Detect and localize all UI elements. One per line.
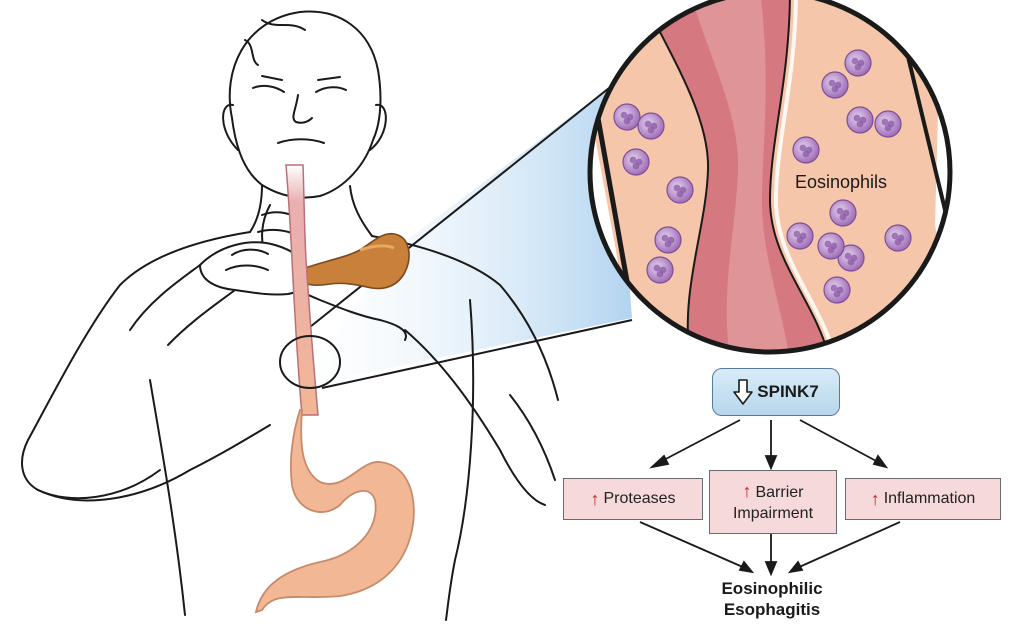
eosinophil-nucleus <box>851 57 859 65</box>
eosinophil-nucleus <box>884 124 892 132</box>
eosinophil-nucleus <box>629 156 637 164</box>
inflammation-label: Inflammation <box>883 490 976 507</box>
eosinophil-nucleus <box>664 240 672 248</box>
barrier-label-line2: Impairment <box>732 504 814 522</box>
eosinophil-nucleus <box>623 117 631 125</box>
zoom-line-bottom <box>321 319 633 389</box>
stomach <box>254 409 415 614</box>
eosinophil-nucleus <box>830 284 838 292</box>
eosinophil-nucleus <box>656 270 664 278</box>
eosinophil-nucleus <box>673 184 681 192</box>
drumstick <box>299 232 410 290</box>
barrier-label-line1: Barrier <box>755 483 804 501</box>
eosinophil-nucleus <box>824 240 832 248</box>
eosinophil-nucleus <box>676 190 684 198</box>
red-up-arrow-icon: ↑ <box>870 488 880 509</box>
barrier-impairment-box: ↑Barrier Impairment <box>709 470 837 534</box>
eosinophil-nucleus <box>793 230 801 238</box>
eosinophil-nucleus <box>661 234 669 242</box>
eosinophil-nucleus <box>632 162 640 170</box>
outcome-label: Eosinophilic Esophagitis <box>690 578 854 620</box>
outcome-line1: Eosinophilic <box>721 579 823 598</box>
eosinophil-nucleus <box>847 258 855 266</box>
eosinophil-nucleus <box>647 126 655 134</box>
eosinophil-nucleus <box>856 120 864 128</box>
eosinophils-label: Eosinophils <box>795 172 888 192</box>
inflammation-box: ↑ Inflammation <box>845 478 1001 520</box>
spink7-node: SPINK7 <box>712 368 840 416</box>
eosinophil-nucleus <box>881 118 889 126</box>
eosinophil-nucleus <box>891 232 899 240</box>
eosinophil-cells <box>613 49 912 304</box>
eosinophil-nucleus <box>831 85 839 93</box>
proteases-label: Proteases <box>603 490 676 507</box>
eosinophil-nucleus <box>836 207 844 215</box>
zoom-beam <box>298 84 632 387</box>
spink7-label: SPINK7 <box>757 382 819 401</box>
person-outline <box>21 10 559 621</box>
eosinophil-nucleus <box>828 79 836 87</box>
proteases-box: ↑ Proteases <box>563 478 703 520</box>
eosinophil-nucleus <box>833 290 841 298</box>
eosinophil-nucleus <box>854 63 862 71</box>
esophagus <box>285 164 319 416</box>
hollow-down-arrow-icon <box>733 379 754 405</box>
outcome-line2: Esophagitis <box>723 600 821 619</box>
eosinophil-nucleus <box>839 213 847 221</box>
eosinophil-nucleus <box>620 111 628 119</box>
eosinophil-nucleus <box>853 114 861 122</box>
eosinophil-nucleus <box>802 150 810 158</box>
eosinophil-nucleus <box>796 236 804 244</box>
flow-arrows <box>639 419 901 577</box>
eosinophil-nucleus <box>844 252 852 260</box>
magnified-view <box>590 0 950 352</box>
eosinophil-nucleus <box>894 238 902 246</box>
focus-ellipse <box>279 335 341 389</box>
magnified-circle-border <box>587 0 953 355</box>
red-up-arrow-icon: ↑ <box>590 488 600 509</box>
zoom-line-top <box>299 83 615 336</box>
eosinophil-nucleus <box>653 264 661 272</box>
eosinophil-nucleus <box>799 144 807 152</box>
eosinophil-nucleus <box>644 120 652 128</box>
eosinophil-nucleus <box>827 246 835 254</box>
red-up-arrow-icon: ↑ <box>742 480 752 501</box>
